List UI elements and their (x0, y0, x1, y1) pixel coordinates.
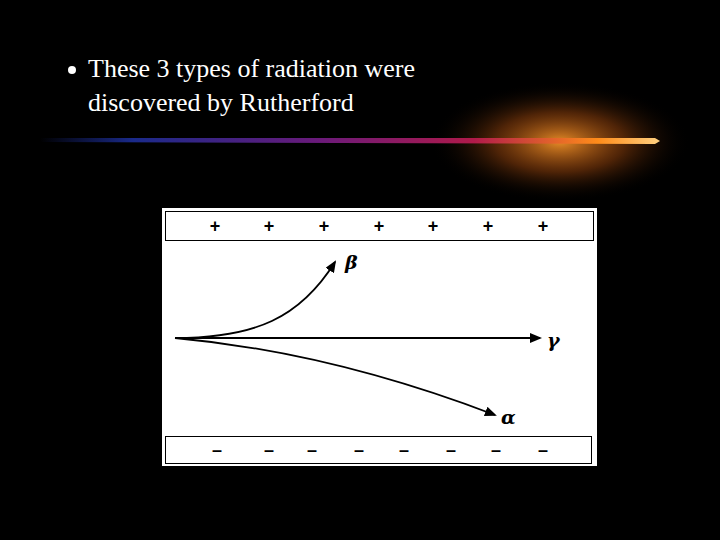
bullet-dot (68, 66, 76, 74)
charge-sign: – (307, 441, 317, 459)
gamma-label: γ (547, 331, 560, 350)
charge-sign: + (264, 217, 275, 235)
slide-title: These 3 types of radiation were discover… (88, 52, 488, 120)
alpha-ray (175, 338, 495, 415)
negative-plate: –––––––– (165, 436, 592, 464)
beta-ray (175, 262, 335, 338)
charge-sign: – (538, 441, 548, 459)
positive-plate: + + + + + + + (165, 211, 594, 241)
gamma-ray (175, 337, 540, 339)
charge-sign: – (264, 441, 274, 459)
charge-sign: – (212, 441, 222, 459)
charge-sign: + (538, 217, 549, 235)
charge-sign: + (483, 217, 494, 235)
beta-label: β (345, 253, 358, 272)
charge-sign: – (446, 441, 456, 459)
accent-line (40, 138, 660, 144)
charge-sign: – (491, 441, 501, 459)
charge-sign: + (374, 217, 385, 235)
charge-sign: – (399, 441, 409, 459)
charge-sign: + (319, 217, 330, 235)
diagram-panel (162, 208, 597, 466)
alpha-label: α (501, 408, 516, 427)
charge-sign: – (354, 441, 364, 459)
charge-sign: + (428, 217, 439, 235)
charge-sign: + (210, 217, 221, 235)
